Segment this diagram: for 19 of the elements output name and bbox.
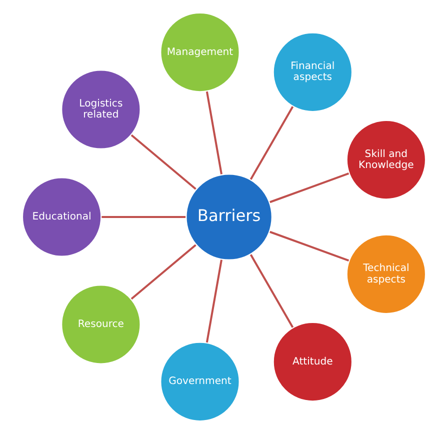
- connector: [102, 216, 186, 218]
- connector: [130, 244, 196, 300]
- connector: [250, 254, 294, 328]
- node-circle: Financial aspects: [272, 31, 354, 113]
- connector: [130, 134, 196, 190]
- connector: [250, 106, 294, 180]
- node-circle: Management: [159, 12, 241, 94]
- connector: [270, 172, 350, 204]
- node-circle: Government: [159, 340, 241, 422]
- node-circle: Skill and Knowledge: [345, 119, 427, 201]
- node-circle: Technical aspects: [345, 233, 427, 315]
- node-circle: Educational: [21, 176, 103, 258]
- node-circle: Attitude: [272, 321, 354, 403]
- connector: [206, 91, 222, 174]
- node-circle: Barriers: [184, 172, 274, 262]
- connector: [206, 260, 222, 343]
- connector: [270, 230, 350, 262]
- node-circle: Logistics related: [60, 68, 142, 150]
- node-circle: Resource: [60, 284, 142, 366]
